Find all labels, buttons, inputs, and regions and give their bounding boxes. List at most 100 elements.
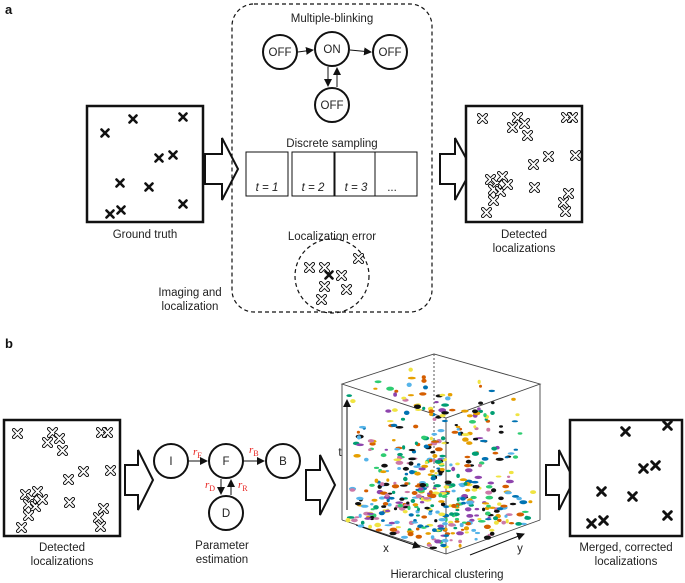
cluster-dot bbox=[437, 524, 445, 528]
cluster-dot bbox=[393, 481, 397, 485]
cluster-dot bbox=[457, 431, 461, 436]
state-f bbox=[208, 443, 244, 479]
cluster-dot bbox=[474, 537, 478, 541]
state-d bbox=[208, 495, 244, 531]
cluster-dot bbox=[464, 507, 472, 512]
cluster-dot bbox=[430, 476, 436, 481]
cluster-dot bbox=[434, 472, 438, 475]
cluster-dot bbox=[356, 443, 364, 447]
cluster-dot bbox=[466, 441, 473, 445]
cluster-dot bbox=[451, 503, 457, 508]
cluster-dot bbox=[404, 472, 409, 476]
cluster-dot bbox=[418, 487, 424, 491]
cluster-dot bbox=[472, 409, 478, 414]
cluster-dot bbox=[469, 420, 476, 424]
cluster-dot bbox=[415, 514, 420, 517]
cluster-dot bbox=[417, 507, 420, 512]
cluster-dot bbox=[386, 478, 390, 482]
cluster-dot bbox=[429, 546, 438, 550]
cluster-dot bbox=[407, 394, 414, 397]
cluster-dot bbox=[456, 531, 464, 536]
cluster-dot bbox=[414, 441, 418, 446]
cluster-dot bbox=[499, 425, 503, 428]
axis-x-label: x bbox=[383, 543, 389, 555]
cluster-dot bbox=[400, 417, 406, 421]
cluster-dot bbox=[455, 508, 460, 512]
panel-a-letter: a bbox=[5, 2, 13, 17]
rate-rf: rF bbox=[193, 446, 202, 460]
cluster-dot bbox=[419, 501, 425, 504]
cluster-dot bbox=[393, 507, 398, 511]
cluster-dot bbox=[408, 457, 416, 461]
cluster-dot bbox=[408, 513, 414, 517]
cluster-dot bbox=[408, 448, 416, 452]
cluster-dot bbox=[411, 491, 418, 495]
cluster-dot bbox=[350, 399, 356, 404]
cluster-dot bbox=[381, 505, 387, 508]
cluster-dot bbox=[381, 519, 385, 522]
process-arrow-b3 bbox=[545, 449, 576, 511]
cluster-dot bbox=[461, 433, 470, 437]
cluster-dot bbox=[485, 490, 493, 495]
cluster-dot bbox=[440, 436, 446, 441]
cluster-dot bbox=[512, 455, 519, 459]
cluster-dot bbox=[349, 488, 356, 492]
y-axis-arrow bbox=[469, 532, 525, 556]
cluster-dot bbox=[485, 511, 491, 516]
cluster-dot bbox=[414, 404, 421, 409]
cluster-dot bbox=[504, 456, 509, 459]
cluster-dot bbox=[402, 510, 408, 514]
cluster-dot bbox=[455, 462, 460, 466]
cluster-dot bbox=[507, 475, 511, 478]
cluster-dot bbox=[373, 466, 380, 469]
localization-error-title: Localization error bbox=[288, 231, 376, 243]
frame-1-label: t = 1 bbox=[256, 182, 279, 194]
cluster-dot bbox=[504, 514, 508, 518]
cluster-dot bbox=[390, 423, 398, 427]
cluster-dot bbox=[478, 463, 482, 468]
cluster-dot bbox=[459, 478, 468, 482]
cluster-dot bbox=[401, 535, 408, 539]
cluster-dot bbox=[471, 488, 478, 492]
cluster-dot bbox=[408, 367, 413, 372]
cluster-dot bbox=[451, 489, 456, 493]
cluster-dot bbox=[373, 517, 380, 520]
cluster-dot bbox=[460, 528, 465, 531]
cluster-dot bbox=[393, 392, 397, 397]
process-arrow-a1 bbox=[204, 137, 240, 201]
cluster-dot bbox=[419, 483, 426, 488]
state-i bbox=[153, 443, 189, 479]
cluster-dot bbox=[413, 519, 417, 523]
localization-error-circle bbox=[294, 238, 370, 314]
cluster-dot bbox=[487, 481, 495, 485]
cluster-dot bbox=[471, 528, 477, 532]
cluster-dot bbox=[456, 428, 460, 431]
cluster-dot bbox=[489, 528, 495, 532]
cluster-dot bbox=[464, 455, 471, 459]
cluster-dot bbox=[493, 509, 500, 513]
cluster-dot bbox=[443, 534, 450, 537]
cluster-dot bbox=[395, 426, 404, 429]
cluster-dot bbox=[397, 455, 401, 459]
cluster-dot bbox=[413, 465, 421, 469]
cluster-dot bbox=[449, 463, 453, 467]
detected-a-label-line2: localizations bbox=[493, 243, 556, 255]
cluster-dot bbox=[426, 543, 432, 547]
cluster-dot bbox=[380, 482, 385, 487]
cluster-dot bbox=[435, 447, 443, 452]
cluster-dot bbox=[491, 446, 498, 451]
process-arrow-b1 bbox=[124, 449, 155, 511]
cluster-dot bbox=[443, 505, 450, 509]
merged-label-line1: Merged, corrected bbox=[579, 542, 672, 554]
cluster-dot bbox=[356, 430, 360, 434]
cluster-dot bbox=[421, 378, 427, 383]
cluster-dot bbox=[432, 528, 437, 532]
cluster-dot bbox=[395, 526, 401, 529]
cluster-dot bbox=[356, 496, 364, 501]
cluster-dot bbox=[530, 490, 537, 494]
frame-3-label: t = 3 bbox=[345, 182, 368, 194]
detected-a-label-line1: Detected bbox=[501, 229, 547, 241]
cluster-dot bbox=[528, 500, 533, 504]
ground-truth-box bbox=[85, 104, 205, 224]
cluster-dot bbox=[415, 408, 422, 411]
